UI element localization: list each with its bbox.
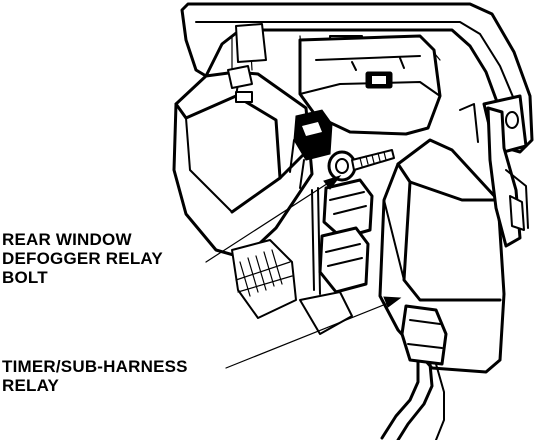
left-relay-block <box>172 23 314 319</box>
middle-connector-stack <box>299 178 374 335</box>
callout-line: BOLT <box>2 268 48 287</box>
callout-line: TIMER/SUB-HARNESS <box>2 357 188 376</box>
callout-rear-window-defogger-relay-bolt: REAR WINDOW DEFOGGER RELAY BOLT <box>2 230 163 287</box>
leader-line-bolt <box>205 177 337 263</box>
callout-line: REAR WINDOW <box>2 230 132 249</box>
leader-lines <box>205 175 402 369</box>
timer-sub-harness-relay-box <box>378 103 529 440</box>
callout-line: RELAY <box>2 376 60 395</box>
leader-line-timer-relay <box>225 299 397 369</box>
relay-bolt <box>327 149 395 182</box>
callout-timer-sub-harness-relay: TIMER/SUB-HARNESS RELAY <box>2 357 188 395</box>
callout-line: DEFOGGER RELAY <box>2 249 163 268</box>
center-connector-body <box>289 34 442 189</box>
